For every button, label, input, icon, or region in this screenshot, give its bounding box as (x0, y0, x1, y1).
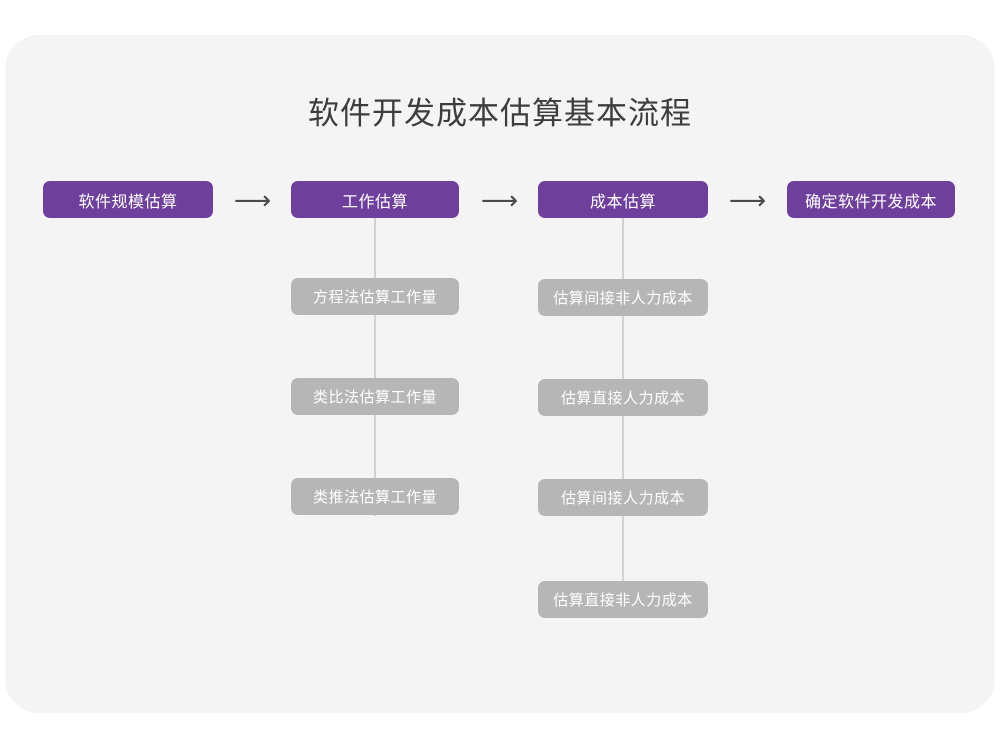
sub-node-column-2-1[interactable]: 方程法估算工作量 (291, 278, 459, 315)
stage-node-3[interactable]: 成本估算 (538, 181, 708, 218)
connector-line-column-3 (622, 218, 624, 618)
content-card (5, 35, 995, 713)
sub-node-column-3-3[interactable]: 估算间接人力成本 (538, 479, 708, 516)
sub-node-column-3-4[interactable]: 估算直接非人力成本 (538, 581, 708, 618)
sub-node-column-3-1[interactable]: 估算间接非人力成本 (538, 279, 708, 316)
stage-node-4[interactable]: 确定软件开发成本 (787, 181, 955, 218)
sub-node-column-2-2[interactable]: 类比法估算工作量 (291, 378, 459, 415)
sub-node-column-3-2[interactable]: 估算直接人力成本 (538, 379, 708, 416)
stage-node-1[interactable]: 软件规模估算 (43, 181, 213, 218)
sub-node-column-2-3[interactable]: 类推法估算工作量 (291, 478, 459, 515)
diagram-title: 软件开发成本估算基本流程 (308, 96, 692, 131)
stage-node-2[interactable]: 工作估算 (291, 181, 459, 218)
flow-arrow-1: ⟶ (233, 186, 272, 216)
connector-line-column-2 (374, 218, 376, 516)
flow-arrow-2: ⟶ (480, 186, 519, 216)
flow-arrow-3: ⟶ (728, 186, 767, 216)
